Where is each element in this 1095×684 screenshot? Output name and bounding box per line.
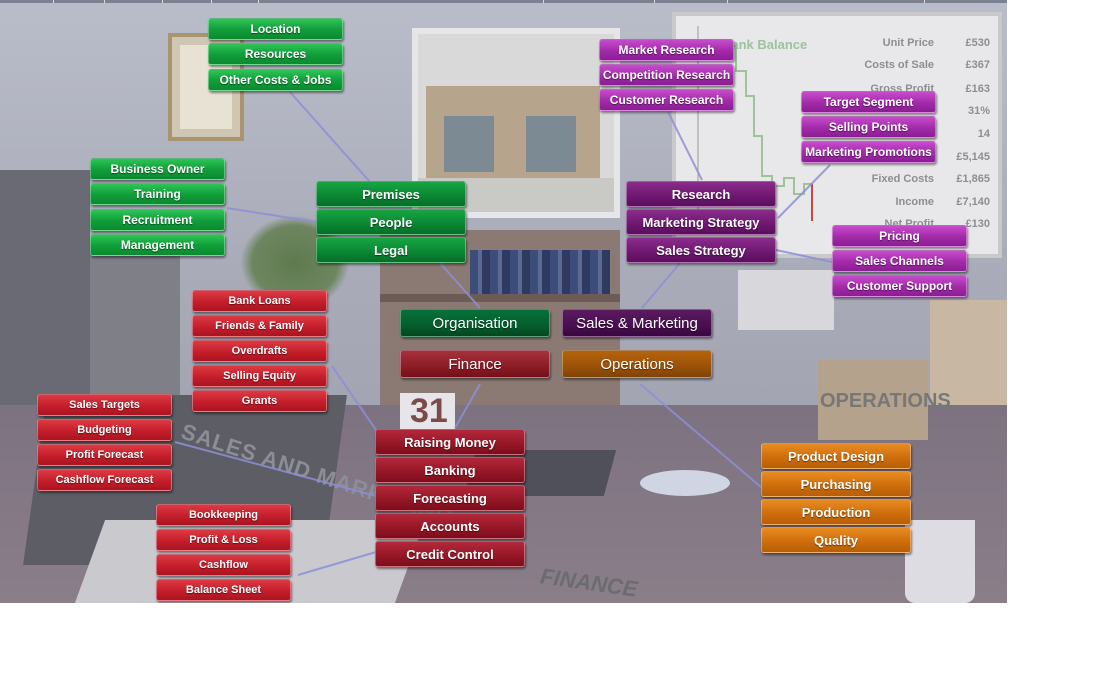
sales-strategy-button[interactable]: Sales Strategy	[626, 237, 776, 263]
other-costs-jobs-button[interactable]: Other Costs & Jobs	[208, 69, 343, 91]
balance-sheet-button[interactable]: Balance Sheet	[156, 579, 291, 601]
finance-button[interactable]: Finance	[400, 350, 550, 378]
selling-points-button[interactable]: Selling Points	[801, 116, 936, 138]
bank-loans-button[interactable]: Bank Loans	[192, 290, 327, 312]
legal-button[interactable]: Legal	[316, 237, 466, 263]
connector-lines	[174, 91, 833, 576]
competition-research-button[interactable]: Competition Research	[599, 64, 734, 86]
research-button[interactable]: Research	[626, 181, 776, 207]
profit-loss-button[interactable]: Profit & Loss	[156, 529, 291, 551]
recruitment-button[interactable]: Recruitment	[90, 209, 225, 231]
shelf-board	[380, 294, 620, 302]
location-button[interactable]: Location	[208, 18, 343, 40]
friends-family-button[interactable]: Friends & Family	[192, 315, 327, 337]
premises-button[interactable]: Premises	[316, 181, 466, 207]
marketing-strategy-button[interactable]: Marketing Strategy	[626, 209, 776, 235]
budgeting-button[interactable]: Budgeting	[37, 419, 172, 441]
cashflow-forecast-button[interactable]: Cashflow Forecast	[37, 469, 172, 491]
marketing-promotions-button[interactable]: Marketing Promotions	[801, 141, 936, 163]
management-button[interactable]: Management	[90, 234, 225, 256]
selling-equity-button[interactable]: Selling Equity	[192, 365, 327, 387]
training-button[interactable]: Training	[90, 183, 225, 205]
grants-button[interactable]: Grants	[192, 390, 327, 412]
people-button[interactable]: People	[316, 209, 466, 235]
resources-button[interactable]: Resources	[208, 43, 343, 65]
market-research-button[interactable]: Market Research	[599, 39, 734, 61]
operations-box	[818, 360, 928, 440]
sales-marketing-button[interactable]: Sales & Marketing	[562, 309, 712, 337]
target-segment-button[interactable]: Target Segment	[801, 91, 936, 113]
organisation-button[interactable]: Organisation	[400, 309, 550, 337]
sales-targets-button[interactable]: Sales Targets	[37, 394, 172, 416]
bookkeeping-button[interactable]: Bookkeeping	[156, 504, 291, 526]
operations-button[interactable]: Operations	[562, 350, 712, 378]
printer	[738, 270, 834, 330]
pricing-button[interactable]: Pricing	[832, 225, 967, 247]
raising-money-button[interactable]: Raising Money	[375, 429, 525, 455]
overdrafts-button[interactable]: Overdrafts	[192, 340, 327, 362]
purchasing-button[interactable]: Purchasing	[761, 471, 911, 497]
top-strip	[0, 0, 1007, 3]
production-button[interactable]: Production	[761, 499, 911, 525]
cashflow-button[interactable]: Cashflow	[156, 554, 291, 576]
cd-disc	[640, 470, 730, 496]
office-scene: Bank Balance Unit Price£530 Costs of Sal…	[0, 0, 1007, 603]
mug	[905, 520, 975, 603]
bank-balance-title: Bank Balance	[722, 37, 808, 52]
filing-cabinet	[0, 170, 90, 430]
calendar-date: 31	[410, 392, 448, 430]
quality-button[interactable]: Quality	[761, 527, 911, 553]
customer-research-button[interactable]: Customer Research	[599, 89, 734, 111]
product-design-button[interactable]: Product Design	[761, 443, 911, 469]
credit-control-button[interactable]: Credit Control	[375, 541, 525, 567]
profit-forecast-button[interactable]: Profit Forecast	[37, 444, 172, 466]
customer-support-button[interactable]: Customer Support	[832, 275, 967, 297]
operations-box-label: OPERATIONS	[820, 390, 951, 412]
accounts-button[interactable]: Accounts	[375, 513, 525, 539]
sales-channels-button[interactable]: Sales Channels	[832, 250, 967, 272]
business-owner-button[interactable]: Business Owner	[90, 158, 225, 180]
banking-button[interactable]: Banking	[375, 457, 525, 483]
forecasting-button[interactable]: Forecasting	[375, 485, 525, 511]
stacked-boxes	[930, 300, 1007, 420]
books	[470, 250, 610, 294]
